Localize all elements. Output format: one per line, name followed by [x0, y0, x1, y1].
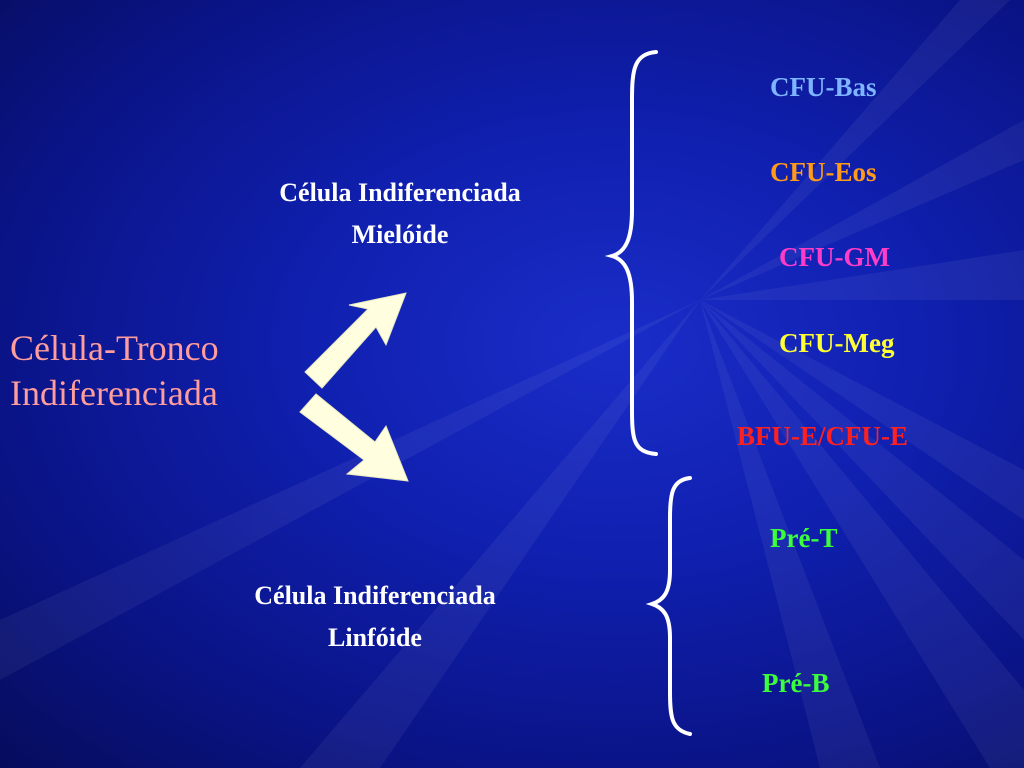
- stem-cell-line2: Indiferenciada: [10, 373, 218, 414]
- progenitor-cfu-meg: CFU-Meg: [779, 328, 894, 359]
- arrow-up-icon: [304, 292, 407, 389]
- lymphoid-cell-label: Célula Indiferenciada Linfóide: [215, 575, 535, 658]
- lymphoid-line2: Linfóide: [328, 622, 422, 652]
- myeloid-line1: Célula Indiferenciada: [279, 178, 521, 207]
- arrow-down-icon: [299, 393, 409, 482]
- progenitor-label: CFU-Meg: [779, 328, 895, 358]
- progenitor-label: Pré-B: [762, 668, 830, 698]
- progenitor-label: CFU-Eos: [770, 157, 877, 187]
- progenitor-cfu-eos: CFU-Eos: [770, 157, 877, 188]
- progenitor-cfu-gm: CFU-GM: [779, 242, 890, 273]
- progenitor-label: CFU-GM: [779, 242, 890, 272]
- progenitor-label: BFU-E/CFU-E: [737, 421, 908, 451]
- lymphoid-line1: Célula Indiferenciada: [254, 581, 496, 610]
- stem-cell-line1: Célula-Tronco: [10, 328, 219, 368]
- progenitor-label: CFU-Bas: [770, 72, 877, 102]
- progenitor-cfu-bas: CFU-Bas: [770, 72, 877, 103]
- myeloid-line2: Mielóide: [351, 219, 449, 249]
- lymphoid-brace-icon: [645, 476, 692, 736]
- progenitor-label: Pré-T: [770, 523, 838, 553]
- progenitor-bfu-e-cfu-e: BFU-E/CFU-E: [737, 421, 908, 452]
- progenitor-pre-t: Pré-T: [770, 523, 837, 554]
- stem-cell-label: Célula-Tronco Indiferenciada: [10, 326, 219, 417]
- myeloid-cell-label: Célula Indiferenciada Mielóide: [240, 172, 560, 255]
- myeloid-brace-icon: [604, 50, 658, 456]
- progenitor-pre-b: Pré-B: [762, 668, 829, 699]
